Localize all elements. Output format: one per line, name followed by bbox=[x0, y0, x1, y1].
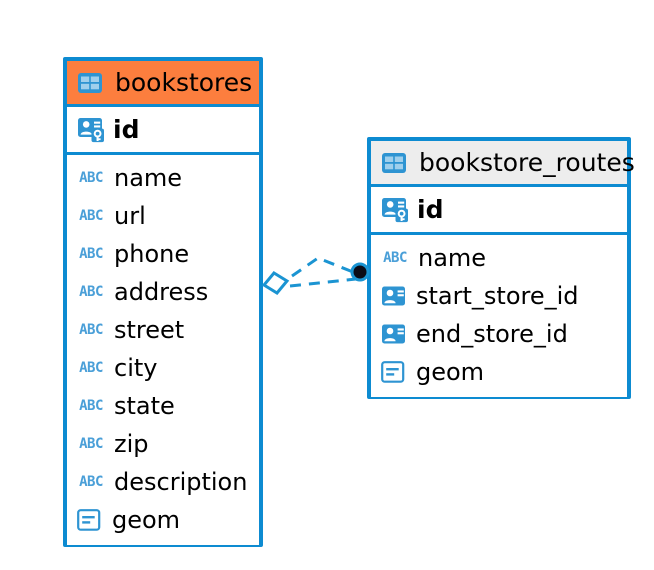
field-row[interactable]: ABC street bbox=[67, 311, 259, 349]
abc-text-icon: ABC bbox=[79, 360, 103, 376]
abc-text-icon: ABC bbox=[79, 246, 103, 262]
relationship-diamond-marker bbox=[261, 271, 290, 295]
relationship-connector[interactable] bbox=[250, 240, 380, 320]
field-row[interactable]: ABC state bbox=[67, 387, 259, 425]
table-icon bbox=[77, 72, 103, 94]
field-label: end_store_id bbox=[416, 320, 568, 348]
field-row[interactable]: ABC city bbox=[67, 349, 259, 387]
field-row[interactable]: ABC phone bbox=[67, 235, 259, 273]
field-label: description bbox=[114, 468, 248, 496]
entity-header-bookstores[interactable]: bookstores bbox=[67, 61, 259, 107]
field-label: address bbox=[114, 278, 209, 306]
abc-text-icon: ABC bbox=[79, 170, 103, 186]
field-label: phone bbox=[114, 240, 190, 268]
field-row[interactable]: geom bbox=[67, 501, 259, 539]
entity-table-bookstores[interactable]: bookstores id ABC bbox=[63, 57, 263, 547]
field-list-bookstore-routes: ABC name start_store_id bbox=[371, 235, 627, 397]
abc-text-icon: ABC bbox=[79, 208, 103, 224]
relationship-circle-marker bbox=[350, 262, 370, 282]
foreign-key-icon bbox=[381, 323, 407, 345]
geometry-icon bbox=[77, 509, 103, 531]
primary-key-label: id bbox=[417, 195, 444, 224]
field-row[interactable]: ABC description bbox=[67, 463, 259, 501]
relationship-branch-lower bbox=[289, 277, 357, 288]
abc-text-icon: ABC bbox=[79, 436, 103, 452]
foreign-key-icon bbox=[381, 285, 407, 307]
primary-key-icon bbox=[381, 196, 409, 224]
entity-table-bookstore-routes[interactable]: bookstore_routes id ABC bbox=[367, 137, 635, 399]
field-label: geom bbox=[112, 506, 181, 534]
field-label: geom bbox=[416, 358, 485, 386]
field-row[interactable]: ABC name bbox=[67, 159, 259, 197]
field-row[interactable]: ABC zip bbox=[67, 425, 259, 463]
field-label: name bbox=[114, 164, 183, 192]
field-label: url bbox=[114, 202, 146, 230]
primary-key-row[interactable]: id bbox=[371, 187, 627, 235]
entity-header-bookstore-routes[interactable]: bookstore_routes bbox=[371, 141, 635, 187]
field-row[interactable]: start_store_id bbox=[371, 277, 627, 315]
field-label: zip bbox=[114, 430, 149, 458]
relationship-branch-upper bbox=[291, 256, 359, 278]
field-label: start_store_id bbox=[416, 282, 579, 310]
entity-title: bookstores bbox=[115, 68, 253, 97]
abc-text-icon: ABC bbox=[79, 398, 103, 414]
abc-text-icon: ABC bbox=[383, 250, 407, 266]
field-label: state bbox=[114, 392, 175, 420]
field-label: name bbox=[418, 244, 487, 272]
abc-text-icon: ABC bbox=[79, 322, 103, 338]
primary-key-label: id bbox=[113, 115, 140, 144]
entity-title: bookstore_routes bbox=[419, 148, 635, 177]
field-list-bookstores: ABC name ABC url ABC phone ABC address A… bbox=[67, 155, 259, 545]
field-label: street bbox=[114, 316, 185, 344]
primary-key-icon bbox=[77, 116, 105, 144]
field-row[interactable]: end_store_id bbox=[371, 315, 627, 353]
field-label: city bbox=[114, 354, 158, 382]
field-row[interactable]: ABC name bbox=[371, 239, 627, 277]
field-row[interactable]: ABC url bbox=[67, 197, 259, 235]
table-icon bbox=[381, 152, 407, 174]
abc-text-icon: ABC bbox=[79, 474, 103, 490]
field-row[interactable]: ABC address bbox=[67, 273, 259, 311]
geometry-icon bbox=[381, 361, 407, 383]
primary-key-row[interactable]: id bbox=[67, 107, 259, 155]
field-row[interactable]: geom bbox=[371, 353, 627, 391]
abc-text-icon: ABC bbox=[79, 284, 103, 300]
